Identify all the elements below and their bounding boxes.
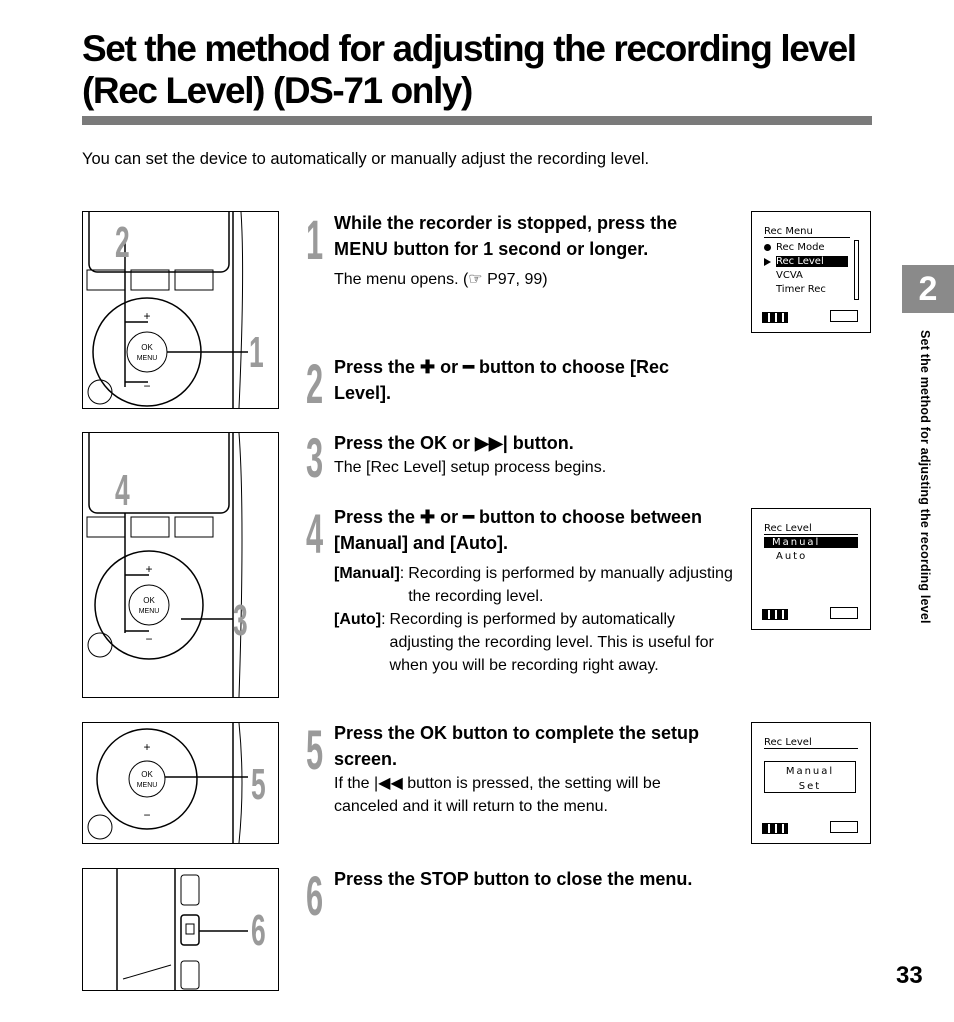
recorder-front-drawing: OK MENU + − 5: [87, 723, 266, 843]
lcd-rec-menu: Rec Menu Rec Mode Rec Level VCVA Timer R…: [751, 211, 871, 333]
counter-icon: [830, 821, 858, 833]
rec-mode-icon: [764, 244, 771, 251]
intro-text: You can set the device to automatically …: [82, 150, 650, 168]
device-illustration-confirm: OK MENU + − 5: [82, 722, 279, 844]
page-title: Set the method for adjusting the recordi…: [82, 28, 857, 111]
option-auto: [Auto]: Recording is performed by automa…: [334, 611, 714, 674]
minus-key-label: −: [143, 808, 150, 822]
ok-key-label: OK: [143, 596, 155, 605]
step-3: Press the OK or ▶▶| button. The [Rec Lev…: [334, 430, 724, 479]
lcd-rec-level-set: Rec Level Manual Set: [751, 722, 871, 844]
plus-key-label: +: [145, 562, 152, 576]
lcd-item-selected: Rec Level: [776, 256, 848, 267]
lcd-item-selected: Manual: [764, 537, 858, 548]
step-1: While the recorder is stopped, press the…: [334, 210, 724, 291]
option-manual: [Manual]: Recording is performed by manu…: [334, 565, 733, 605]
step-number: 1: [306, 208, 324, 271]
step-text: The menu opens. (☞ P97, 99): [334, 271, 548, 288]
menu-key-label: MENU: [137, 782, 158, 789]
step-heading: While the recorder is stopped, press the…: [334, 213, 678, 259]
ok-key-label: OK: [141, 343, 153, 352]
page-number: 33: [896, 962, 923, 989]
step-6-heading: Press the STOP button to close the menu.: [334, 869, 693, 889]
step-heading: Press the OK or ▶▶| button.: [334, 433, 574, 453]
step-number: 6: [306, 864, 324, 927]
menu-key-label: MENU: [139, 608, 160, 615]
plus-key-label: +: [143, 309, 150, 323]
step-text: If the |◀◀ button is pressed, the settin…: [334, 775, 661, 815]
lcd-rec-level: Rec Level Manual Auto: [751, 508, 871, 630]
recorder-front-drawing: OK MENU + − 4 3: [86, 433, 248, 697]
plus-key-label: +: [143, 740, 150, 754]
callout-1: 1: [249, 327, 264, 377]
callout-4: 4: [115, 465, 130, 515]
device-illustration-menu: OK MENU + − 2 1: [82, 211, 279, 409]
device-illustration-stop: 6: [82, 868, 279, 991]
lcd-dialog-line: Set: [798, 781, 822, 792]
step-text: The [Rec Level] setup process begins.: [334, 459, 607, 476]
callout-5: 5: [251, 759, 266, 809]
step-5: Press the OK button to complete the setu…: [334, 720, 724, 818]
chapter-tab: 2: [902, 265, 954, 313]
lcd-title: Rec Menu: [764, 226, 850, 238]
play-icon: [764, 258, 771, 266]
lcd-dialog-line: Manual: [785, 766, 835, 777]
minus-key-label: −: [143, 379, 150, 393]
step-number: 4: [306, 502, 324, 565]
step-2-heading: Press the ✚ or ━ button to choose [Rec L…: [334, 357, 669, 403]
callout-6: 6: [251, 905, 266, 955]
step-number: 2: [306, 352, 324, 415]
callout-3: 3: [233, 595, 248, 645]
step-4: Press the ✚ or ━ button to choose betwee…: [334, 504, 738, 677]
lcd-item: Rec Mode: [776, 242, 825, 253]
callout-2: 2: [115, 217, 130, 267]
title-rule: [82, 116, 872, 125]
step-heading: Press the OK button to complete the setu…: [334, 723, 700, 769]
battery-icon: [762, 312, 788, 323]
recorder-side-drawing: 6: [116, 869, 266, 990]
lcd-title: Rec Level: [764, 737, 858, 749]
running-title: Set the method for adjusting the recordi…: [918, 330, 932, 624]
battery-icon: [762, 609, 788, 620]
step-number: 5: [306, 718, 324, 781]
lcd-item: VCVA: [776, 270, 803, 281]
menu-key-label: MENU: [137, 355, 158, 362]
menu-key-name: MENU: [334, 239, 389, 259]
lcd-scrollbar: [854, 240, 859, 300]
counter-icon: [830, 310, 858, 322]
lcd-title: Rec Level: [764, 523, 858, 535]
recorder-front-drawing: OK MENU + − 2 1: [86, 212, 264, 408]
ok-key-label: OK: [141, 770, 153, 779]
lcd-item: Timer Rec: [776, 284, 826, 295]
lcd-item: Auto: [776, 551, 808, 562]
lcd-set-dialog: Manual Set: [764, 761, 856, 793]
step-number: 3: [306, 426, 324, 489]
minus-key-label: −: [145, 632, 152, 646]
battery-icon: [762, 823, 788, 834]
device-illustration-select: OK MENU + − 4 3: [82, 432, 279, 698]
step-heading: Press the ✚ or ━ button to choose betwee…: [334, 507, 702, 553]
counter-icon: [830, 607, 858, 619]
